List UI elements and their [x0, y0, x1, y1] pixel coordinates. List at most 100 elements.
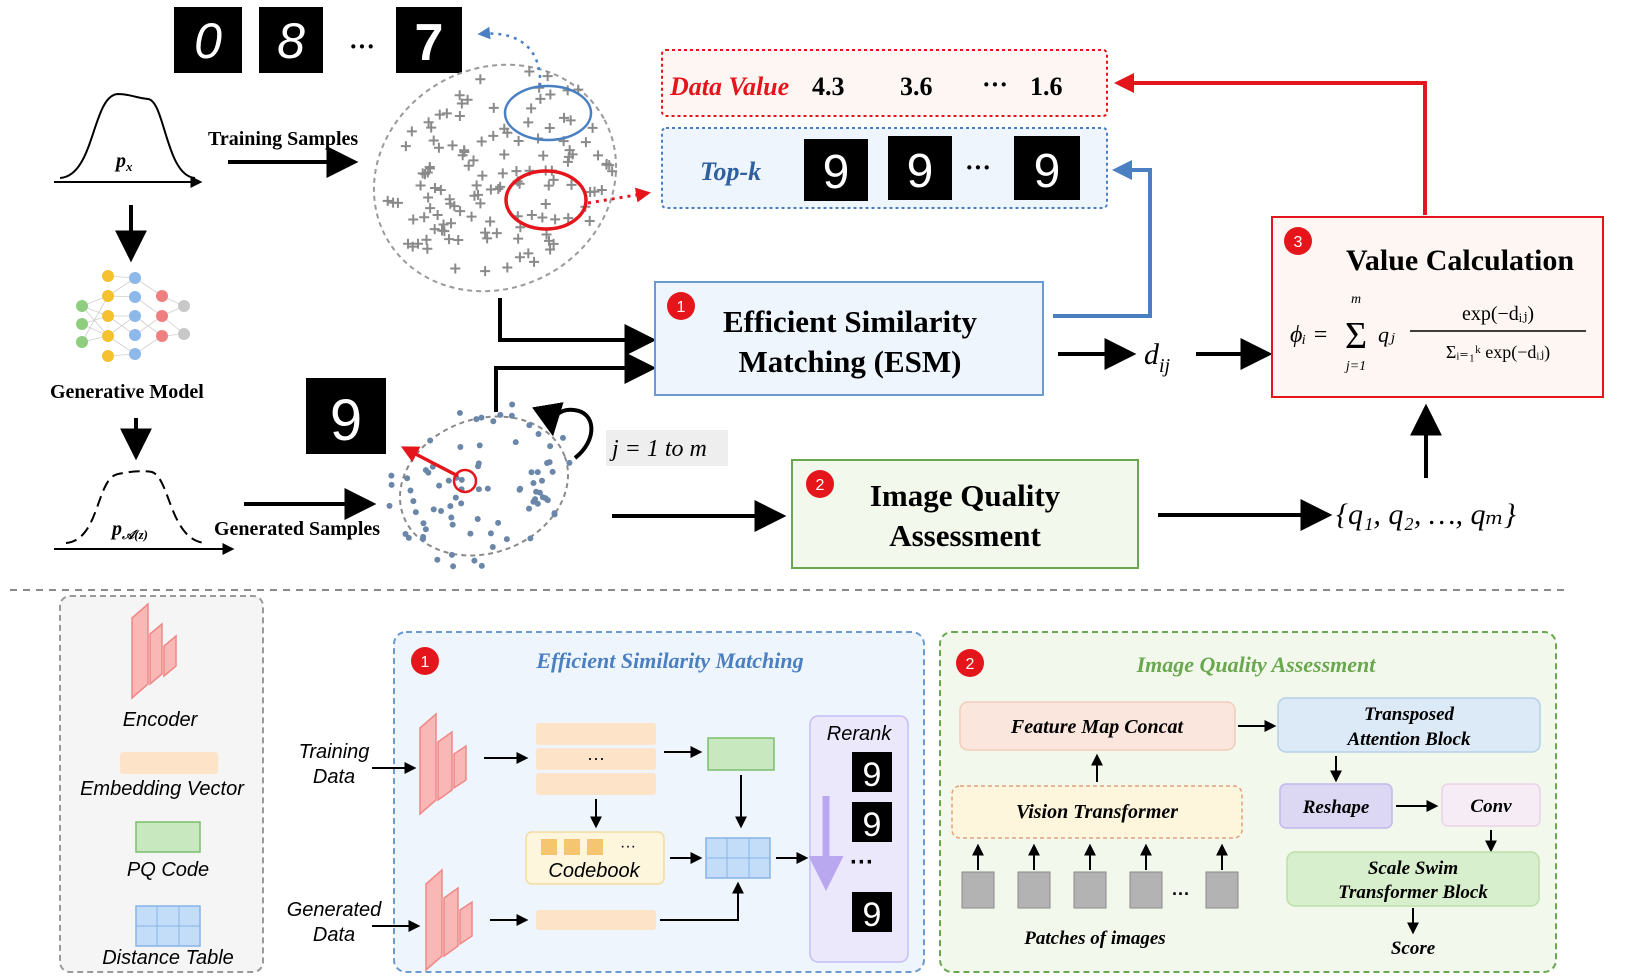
- generated-sample-dot: [527, 535, 534, 542]
- generated-sample-dot: [547, 443, 554, 450]
- mnist-digit-7: 7: [415, 14, 444, 72]
- training-sample-marker: [400, 141, 411, 152]
- training-sample-marker: [446, 218, 457, 229]
- esm-box: 1 Efficient Similarity Matching (ESM): [654, 281, 1044, 396]
- generated-sample-dot: [549, 468, 556, 475]
- data-value-ellipsis: ···: [982, 70, 1008, 99]
- legend-distance-icon: [135, 905, 201, 947]
- generated-sample-dot: [474, 515, 481, 522]
- esm-panel-title: Efficient Similarity Matching: [535, 648, 803, 673]
- training-sample-marker: [541, 229, 552, 240]
- training-sample-marker: [466, 211, 477, 222]
- generated-digit: 9: [330, 388, 362, 453]
- generated-sample-dot: [404, 475, 411, 482]
- training-sample-marker: [514, 252, 525, 263]
- px-distribution: px: [54, 92, 203, 188]
- training-sample-marker: [587, 122, 598, 133]
- training-sample-marker: [463, 160, 474, 171]
- training-sample-marker: [529, 256, 540, 267]
- data-value-1: 3.6: [900, 72, 933, 101]
- training-sample-marker: [548, 174, 559, 185]
- legend-encoder: Encoder: [123, 709, 199, 731]
- generated-sample-dot: [528, 469, 535, 476]
- generated-sample-dot: [517, 485, 524, 492]
- training-sample-marker: [563, 213, 574, 224]
- conv-label: Conv: [1470, 796, 1512, 817]
- training-sample-marker: [457, 150, 468, 161]
- training-sample-marker: [462, 94, 473, 105]
- generated-scatter: [386, 401, 594, 570]
- legend-pq-icon: [135, 821, 201, 853]
- training-sample-marker: [523, 117, 534, 128]
- data-value-2: 1.6: [1030, 72, 1063, 101]
- value-calculation-box: 3 Value Calculation ϕᵢ = m Σ j=1 qⱼ exp(…: [1271, 216, 1604, 398]
- training-sample-marker: [607, 166, 618, 177]
- arrow-esm-topk: [1053, 160, 1152, 318]
- esm-encoder-top: [419, 712, 467, 816]
- generated-sample-dot: [467, 530, 474, 537]
- training-sample-marker: [421, 234, 432, 245]
- mnist-tile-8: [259, 7, 323, 73]
- paz-label: p: [110, 518, 122, 540]
- formula-numerator: exp(−dᵢⱼ): [1462, 303, 1534, 325]
- training-sample-marker: [428, 135, 439, 146]
- dij-label: d: [1144, 338, 1160, 371]
- vision-transformer-box: [951, 785, 1243, 839]
- training-sample-marker: [538, 150, 549, 161]
- training-sample-marker: [502, 262, 513, 273]
- topk-box: Top-k 9 9 ··· 9: [661, 127, 1108, 209]
- training-sample-marker: [545, 89, 556, 100]
- generated-sample-dot: [526, 422, 533, 429]
- training-sample-marker: [424, 163, 435, 174]
- esm-training-line2: Data: [313, 766, 355, 788]
- generated-sample-dot: [457, 444, 464, 451]
- px-sub: x: [125, 159, 133, 174]
- training-sample-marker: [453, 234, 464, 245]
- training-sample-marker: [480, 266, 491, 277]
- transposed-line1: Transposed: [1364, 704, 1455, 725]
- feature-map-label: Feature Map Concat: [1010, 716, 1185, 738]
- training-sample-marker: [445, 198, 456, 209]
- training-sample-marker: [456, 98, 467, 109]
- generated-sample-dot: [458, 500, 465, 507]
- generated-sample-dot: [476, 442, 483, 449]
- dij-sub: ij: [1159, 355, 1171, 377]
- training-sample-marker: [382, 195, 393, 206]
- legend-pq: PQ Code: [127, 859, 209, 881]
- iqa-title-line2: Assessment: [889, 518, 1041, 553]
- esm-encoder-bottom: [425, 868, 473, 972]
- training-sample-marker: [429, 224, 440, 235]
- training-sample-marker: [513, 136, 524, 147]
- neural-network-icon: [76, 270, 190, 362]
- training-scatter: [372, 26, 651, 293]
- generated-sample-dot: [503, 536, 510, 543]
- mnist-digit-0: 0: [194, 13, 222, 69]
- iqa-panel-title: Image Quality Assessment: [1136, 652, 1377, 677]
- training-sample-marker: [447, 140, 458, 151]
- svg-text:px: px: [114, 150, 133, 174]
- training-sample-marker: [425, 203, 436, 214]
- esm-pq-code: [707, 737, 775, 771]
- data-value-label: Data Value: [669, 72, 789, 101]
- training-sample-marker: [565, 115, 576, 126]
- generated-sample-dot: [456, 409, 463, 416]
- iqa-box: 2 Image Quality Assessment: [791, 459, 1139, 569]
- paz-distribution: p𝒜(z): [54, 470, 235, 555]
- training-sample-marker: [526, 103, 537, 114]
- generated-sample-dot: [471, 557, 478, 564]
- generated-sample-dot: [508, 412, 515, 419]
- training-sample-marker: [450, 263, 461, 274]
- training-sample-marker: [580, 137, 591, 148]
- generated-sample-dot: [487, 530, 494, 537]
- formula-lhs: ϕᵢ =: [1290, 322, 1328, 348]
- rerank-dots: ···: [850, 849, 874, 876]
- topk-label: Top-k: [700, 157, 761, 186]
- generated-sample-dot: [495, 519, 502, 526]
- conv-box: [1441, 783, 1541, 827]
- generated-sample-dot: [490, 418, 497, 425]
- training-sample-marker: [485, 184, 496, 195]
- legend-embedding: Embedding Vector: [80, 778, 245, 800]
- transposed-line2: Attention Block: [1347, 729, 1471, 750]
- training-sample-marker: [475, 74, 486, 85]
- training-sample-marker: [596, 185, 607, 196]
